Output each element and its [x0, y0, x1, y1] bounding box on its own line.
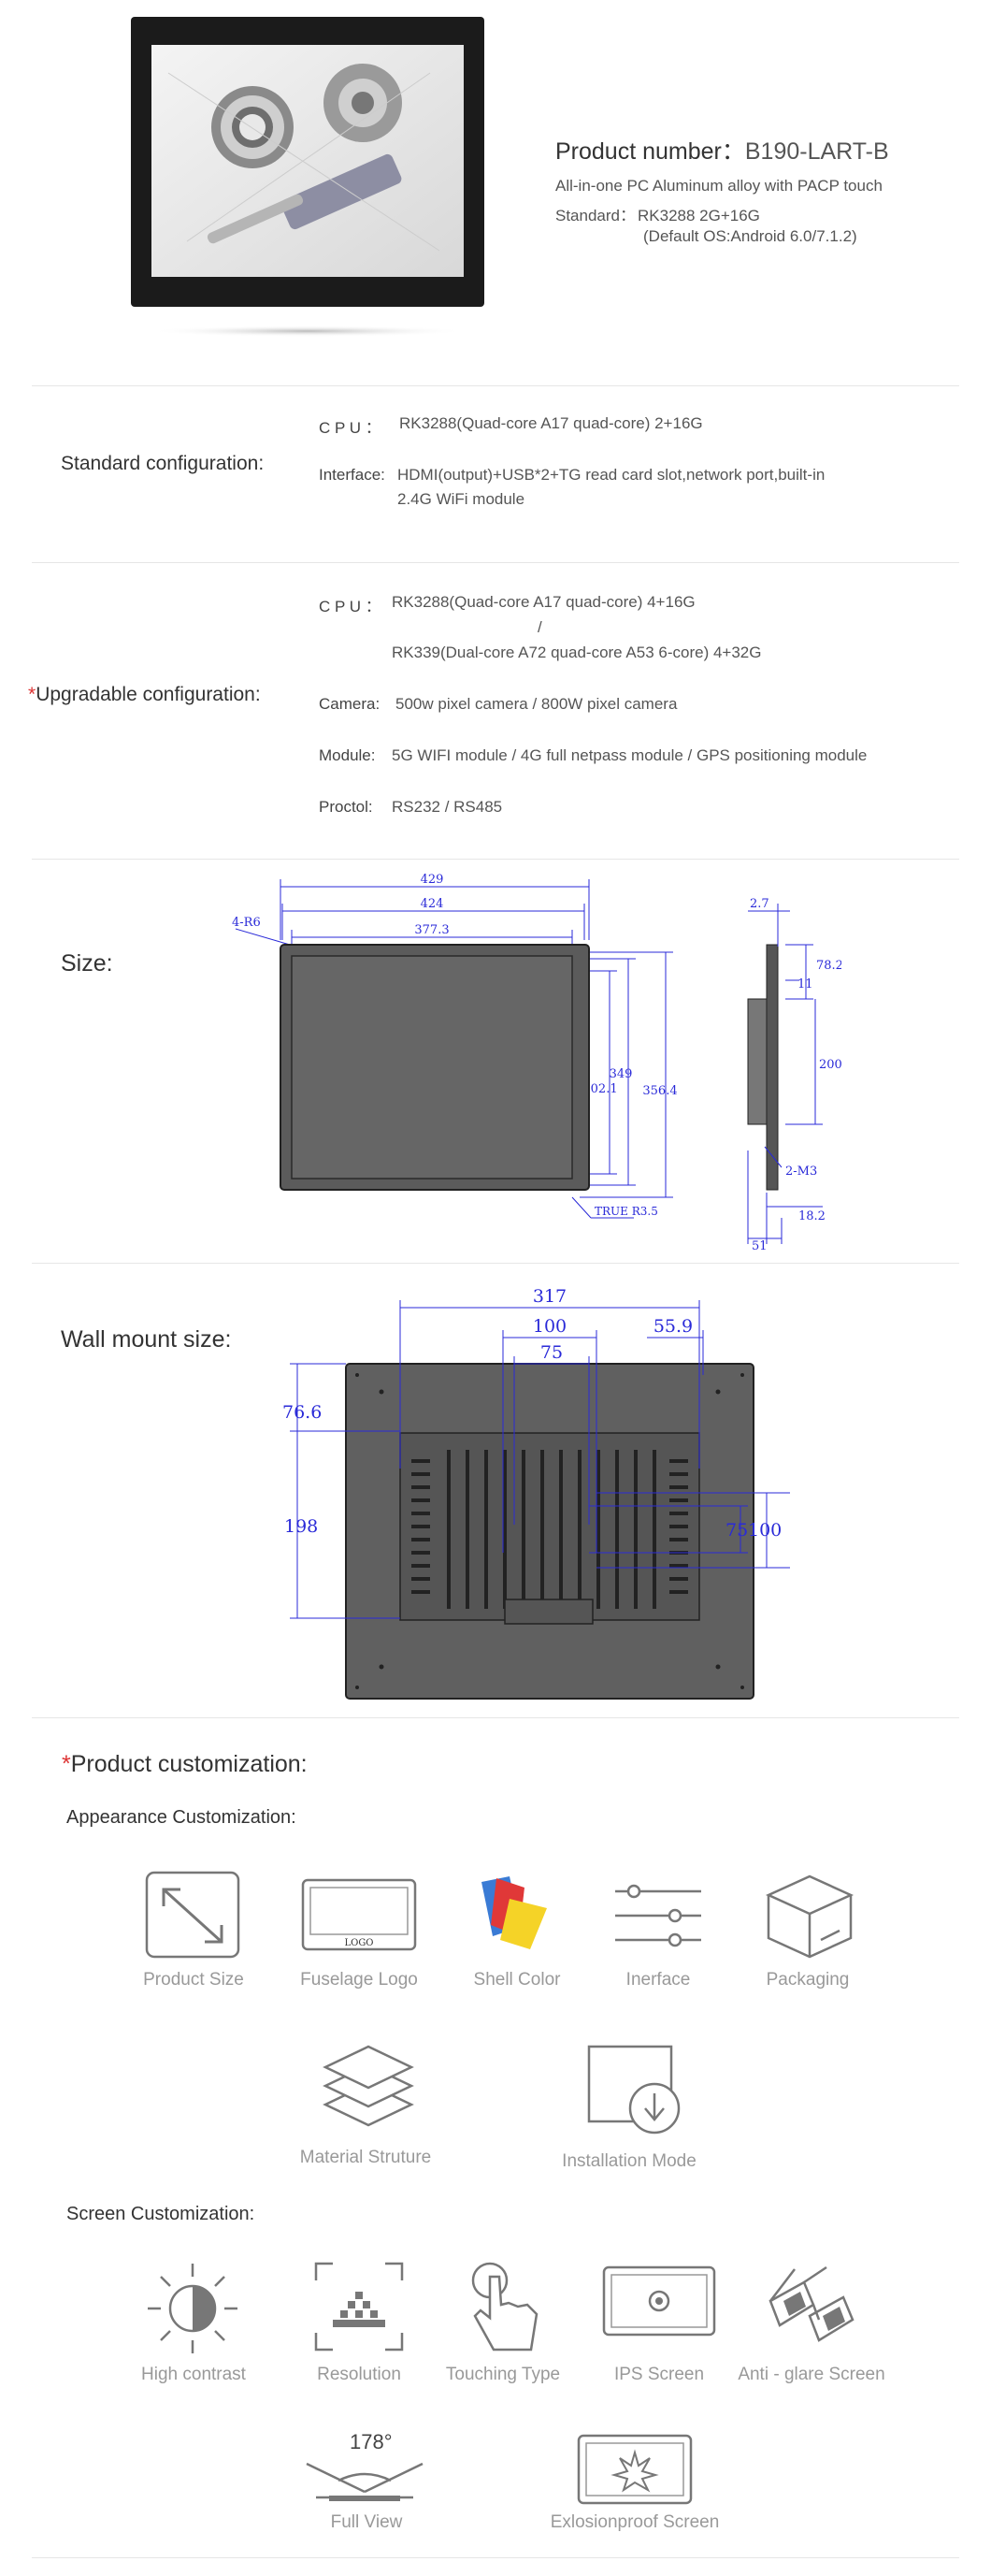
screen-item-resolution: Resolution — [317, 2365, 401, 2384]
screen-item-touching-type: Touching Type — [445, 2365, 561, 2384]
upg-cpu-line2: RK339(Dual-core A72 quad-core A53 6-core… — [392, 644, 762, 661]
upg-camera-key: Camera: — [319, 695, 381, 713]
explosionproof-screen-icon — [577, 2434, 693, 2510]
dim-r6: 4-R6 — [232, 916, 261, 930]
default-os: (Default OS:Android 6.0/7.1.2) — [643, 227, 857, 245]
std-interface-line1: HDMI(output)+USB*2+TG read card slot,net… — [397, 466, 826, 484]
appearance-item-fuselage-logo: Fuselage Logo — [300, 1970, 418, 1990]
resolution-icon — [314, 2262, 404, 2356]
std-interface-line2: 2.4G WiFi module — [397, 490, 525, 508]
dim-198: 198 — [284, 1516, 318, 1537]
dim-302: 302.1 — [582, 1082, 617, 1096]
product-number: Product number：B190-LART-B — [555, 133, 889, 166]
material-structure-icon — [322, 2039, 415, 2137]
dim-317: 317 — [533, 1286, 567, 1307]
screen-item-explosionproof: Exlosionproof Screen — [550, 2512, 720, 2532]
appearance-item-shell-color: Shell Color — [473, 1970, 561, 1990]
dim-356: 356.4 — [642, 1084, 677, 1098]
upg-module-value: 5G WIFI module / 4G full netpass module … — [392, 746, 868, 764]
product-standard: Standard：RK3288 2G+16G — [555, 202, 760, 225]
std-cpu-value: RK3288(Quad-core A17 quad-core) 2+16G — [399, 414, 703, 432]
dim-51: 51 — [752, 1239, 768, 1253]
product-size-icon — [145, 1871, 242, 1965]
touching-type-icon — [467, 2258, 542, 2360]
size-label: Size: — [61, 950, 113, 977]
logo-text: LOGO — [344, 1938, 373, 1948]
screen-item-high-contrast: High contrast — [141, 2365, 246, 2384]
dim-377: 377.3 — [414, 923, 449, 937]
upg-camera-value: 500w pixel camera / 800W pixel camera — [395, 695, 678, 713]
upg-proctol-key: Proctol: — [319, 798, 373, 816]
dim-11: 11 — [797, 977, 813, 991]
fuselage-logo-icon: LOGO — [301, 1878, 417, 1956]
divider — [32, 2557, 959, 2558]
dim-559: 55.9 — [653, 1316, 693, 1337]
wall-mount-drawing: 317 100 75 55.9 76.6 198 75 100 — [282, 1286, 790, 1700]
viewing-angle: 178° — [350, 2430, 393, 2453]
appearance-item-material-structure: Material Struture — [299, 2148, 432, 2167]
appearance-item-packaging: Packaging — [766, 1970, 850, 1990]
dim-429: 429 — [421, 873, 444, 887]
dim-75: 75 — [540, 1342, 563, 1363]
ips-screen-icon — [602, 2265, 716, 2341]
divider — [32, 562, 959, 563]
required-star: * — [28, 684, 36, 705]
shell-color-icon — [472, 1871, 556, 1960]
installation-mode-icon — [585, 2043, 682, 2141]
high-contrast-icon — [144, 2260, 241, 2362]
screen-title: Screen Customization: — [66, 2204, 255, 2224]
dim-782: 78.2 — [816, 959, 841, 973]
upgradable-config-label: *Upgradable configuration: — [28, 684, 261, 706]
screen-item-ips-screen: IPS Screen — [613, 2365, 705, 2384]
divider — [32, 859, 959, 860]
dim-v100: 100 — [748, 1520, 782, 1541]
packaging-icon — [765, 1871, 855, 1965]
dim-349: 349 — [610, 1067, 633, 1081]
upg-proctol-value: RS232 / RS485 — [392, 798, 503, 816]
dim-100: 100 — [533, 1316, 567, 1337]
dim-424: 424 — [421, 897, 444, 911]
customization-title-text: Product customization: — [70, 1751, 308, 1777]
appearance-title: Appearance Customization: — [66, 1807, 296, 1828]
customization-title: *Product customization: — [62, 1751, 308, 1778]
product-number-label: Product number： — [555, 138, 745, 165]
dim-27: 2.7 — [750, 897, 769, 911]
standard-label: Standard： — [555, 207, 636, 224]
dim-true-r: TRUE R3.5 — [595, 1205, 658, 1218]
divider — [32, 1717, 959, 1718]
anti-glare-icon — [767, 2264, 860, 2354]
upg-cpu-line1: RK3288(Quad-core A17 quad-core) 4+16G — [392, 593, 696, 611]
upg-cpu-key: C P U ： — [319, 598, 381, 615]
divider — [32, 385, 959, 386]
dim-182: 18.2 — [798, 1209, 826, 1223]
appearance-item-interface: Inerface — [625, 1970, 691, 1990]
std-cpu-key: C P U ： — [319, 419, 381, 437]
full-view-icon — [301, 2454, 428, 2515]
appearance-item-installation-mode: Installation Mode — [562, 2151, 697, 2171]
standard-config-label: Standard configuration: — [61, 453, 265, 474]
wall-mount-label: Wall mount size: — [61, 1326, 232, 1353]
interface-icon — [613, 1882, 703, 1954]
size-drawing: 429 424 377.3 4-R6 349 302.1 356.4 TRUE … — [232, 873, 841, 1253]
upg-cpu-sep: / — [538, 618, 542, 636]
upgradable-label-text: Upgradable configuration: — [36, 684, 261, 705]
dim-m3: 2-M3 — [785, 1165, 817, 1179]
product-number-value: B190-LART-B — [744, 138, 889, 165]
std-interface-key: Interface: — [319, 466, 385, 484]
dim-766: 76.6 — [282, 1402, 322, 1423]
standard-value: RK3288 2G+16G — [638, 207, 760, 224]
appearance-item-product-size: Product Size — [143, 1970, 244, 1990]
product-image — [131, 17, 484, 337]
dim-200: 200 — [819, 1058, 841, 1072]
required-star: * — [62, 1751, 71, 1777]
product-description: All-in-one PC Aluminum alloy with PACP t… — [555, 177, 883, 195]
divider — [32, 1263, 959, 1264]
screen-item-full-view: Full View — [330, 2512, 403, 2532]
screen-item-anti-glare: Anti - glare Screen — [738, 2365, 885, 2384]
dim-v75: 75 — [725, 1520, 748, 1541]
upg-module-key: Module: — [319, 746, 376, 764]
